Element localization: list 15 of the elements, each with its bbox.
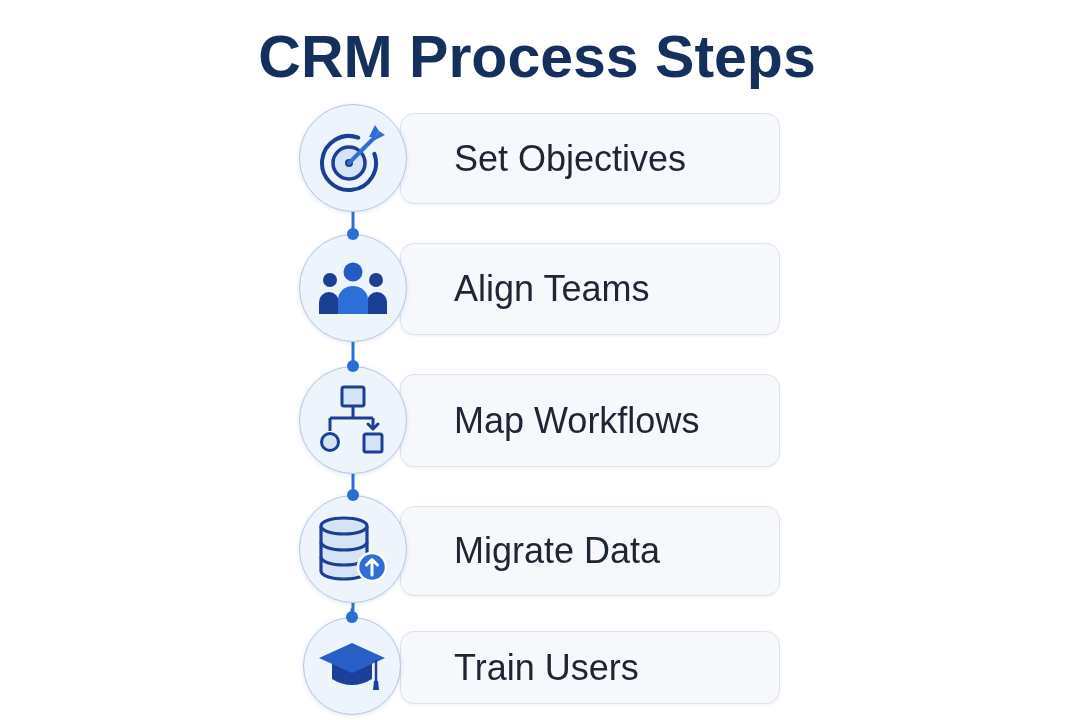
connector <box>347 212 359 240</box>
step-card <box>400 243 780 335</box>
step-card <box>400 374 780 467</box>
step-card <box>400 506 780 596</box>
step-label: Align Teams <box>454 268 650 310</box>
connector <box>346 603 358 623</box>
diagram-title: CRM Process Steps <box>258 24 816 90</box>
step-card <box>400 113 780 204</box>
step-card <box>400 631 780 704</box>
step-label: Set Objectives <box>454 137 687 180</box>
connector <box>347 342 359 372</box>
step-label: Map Workflows <box>454 399 700 442</box>
step-label: Train Users <box>454 646 639 689</box>
step-label: Migrate Data <box>454 530 661 572</box>
connector <box>347 474 359 501</box>
